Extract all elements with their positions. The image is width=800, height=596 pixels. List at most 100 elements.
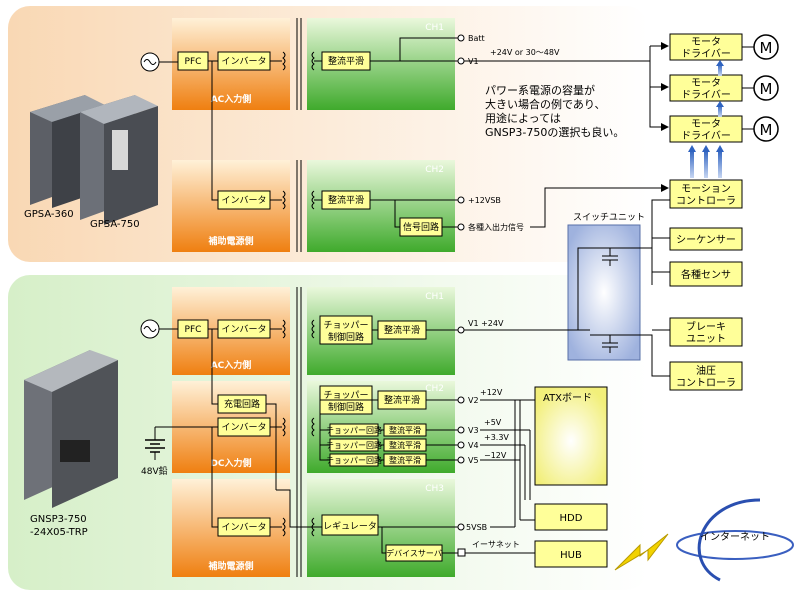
svg-text:ユニット: ユニット [686, 334, 726, 345]
gpsa-750-label: GPSA-750 [90, 219, 140, 230]
svg-text:モータ: モータ [691, 36, 721, 48]
svg-text:チョッパー: チョッパー [323, 390, 368, 401]
switch-unit: スイッチユニット [567, 212, 645, 361]
svg-text:V4: V4 [468, 441, 479, 450]
svg-text:CH2: CH2 [425, 384, 444, 394]
gpsa-360-label: GPSA-360 [24, 209, 74, 220]
sequencer: シーケンサー [669, 227, 743, 251]
svg-text:インターネット: インターネット [700, 531, 770, 543]
svg-text:チョッパー: チョッパー [323, 320, 368, 331]
svg-text:ドライバー: ドライバー [681, 48, 731, 60]
note-line-1: パワー系電源の容量が [485, 83, 595, 97]
svg-text:スイッチユニット: スイッチユニット [573, 212, 645, 223]
note-line-2: 大きい場合の例であり、 [485, 97, 605, 111]
svg-text:ブレーキ: ブレーキ [686, 320, 726, 333]
lightning-icon [614, 533, 669, 571]
gnsp-label-2: -24X05-TRP [30, 527, 88, 538]
svg-text:+5V: +5V [484, 418, 502, 427]
note-line-4: GNSP3-750の選択も良い。 [485, 125, 624, 139]
inverter-block-ac: インバータ [221, 56, 266, 67]
svg-text:制御回路: 制御回路 [328, 401, 364, 413]
v1-label-bottom: V1 +24V [468, 319, 504, 328]
svg-text:5VSB: 5VSB [466, 523, 487, 532]
svg-text:V2: V2 [468, 396, 479, 405]
ch1-label: CH1 [425, 23, 444, 33]
hdd: HDD [534, 503, 608, 531]
svg-text:CH3: CH3 [425, 484, 444, 494]
svg-text:コントローラ: コントローラ [676, 195, 736, 207]
svg-text:チョッパー回路: チョッパー回路 [326, 425, 382, 435]
gpsa-750-photo [80, 95, 158, 225]
svg-text:M: M [760, 39, 773, 57]
svg-text:HDD: HDD [560, 513, 583, 524]
motion-controller: モーション コントローラ [669, 179, 743, 209]
svg-text:+12V: +12V [480, 388, 503, 397]
internet-icon: インターネット [676, 498, 794, 582]
svg-text:V5: V5 [468, 456, 479, 465]
motor-icon-3: M [742, 116, 779, 142]
svg-text:イーサネット: イーサネット [472, 540, 520, 549]
svg-text:インバータ: インバータ [221, 522, 266, 533]
svg-text:シーケンサー: シーケンサー [676, 234, 736, 246]
motor-driver-3: モータ ドライバー [669, 115, 743, 143]
svg-text:インバータ: インバータ [221, 422, 266, 433]
gnsp-photo [24, 350, 118, 508]
svg-text:油圧: 油圧 [696, 364, 716, 377]
top-panel [8, 6, 648, 262]
svg-text:ドライバー: ドライバー [681, 130, 731, 142]
svg-text:モータ: モータ [691, 118, 721, 130]
sensors: 各種センサ [669, 261, 743, 287]
svg-text:コントローラ: コントローラ [676, 377, 736, 389]
atx-board: ATXボード [534, 386, 608, 486]
svg-text:CH1: CH1 [425, 292, 444, 302]
svg-text:補助電源側: 補助電源側 [207, 560, 253, 572]
svg-text:−12V: −12V [484, 451, 507, 460]
svg-text:ATXボード: ATXボード [543, 392, 592, 404]
svg-text:チョッパー回路: チョッパー回路 [326, 440, 382, 450]
svg-text:整流平滑: 整流平滑 [384, 394, 420, 406]
svg-text:チョッパー回路: チョッパー回路 [326, 455, 382, 465]
svg-text:PFC: PFC [185, 325, 202, 335]
svg-text:モーション: モーション [681, 184, 731, 195]
svg-text:デバイスサーバ: デバイスサーバ [386, 548, 442, 558]
svg-text:M: M [760, 121, 773, 139]
motor-driver-2: モータ ドライバー [669, 74, 743, 102]
ch2-label: CH2 [425, 165, 444, 175]
motor-icon-2: M [742, 75, 779, 101]
svg-text:レギュレータ: レギュレータ [323, 521, 377, 532]
battery-icon [145, 427, 165, 460]
svg-text:整流平滑: 整流平滑 [384, 324, 420, 336]
io-signal-label: 各種入出力信号 [468, 222, 524, 232]
rectifier-block-ch2: 整流平滑 [328, 194, 364, 206]
svg-text:各種センサ: 各種センサ [681, 268, 731, 281]
hub: HUB [534, 540, 608, 568]
vsb-label-top: +12VSB [468, 196, 501, 205]
svg-text:M: M [760, 80, 773, 98]
aux-power-label: 補助電源側 [207, 235, 253, 247]
svg-text:DC入力側: DC入力側 [210, 457, 251, 469]
pfc-block: PFC [185, 57, 202, 67]
svg-text:インバータ: インバータ [221, 324, 266, 335]
ac-input-label: AC入力側 [211, 93, 252, 105]
svg-text:整流平滑: 整流平滑 [389, 455, 421, 465]
svg-text:ドライバー: ドライバー [681, 89, 731, 101]
battery-label: 48V鉛 [141, 465, 168, 477]
svg-text:モータ: モータ [691, 77, 721, 89]
inverter-block-aux: インバータ [221, 195, 266, 206]
svg-text:制御回路: 制御回路 [328, 331, 364, 343]
batt-label: Batt [468, 34, 485, 43]
motor-icon-1: M [742, 34, 779, 60]
svg-text:AC入力側: AC入力側 [211, 359, 252, 371]
svg-text:V3: V3 [468, 426, 479, 435]
hydraulic-controller: 油圧 コントローラ [669, 361, 743, 391]
rectifier-block-ch1: 整流平滑 [328, 55, 364, 67]
svg-text:整流平滑: 整流平滑 [389, 425, 421, 435]
control-signal-arrows [688, 60, 724, 178]
v1-voltage-top: +24V or 30～48V [490, 48, 560, 57]
gnsp-label-1: GNSP3-750 [30, 514, 87, 525]
svg-text:充電回路: 充電回路 [224, 398, 260, 410]
svg-text:整流平滑: 整流平滑 [389, 440, 421, 450]
brake-unit: ブレーキ ユニット [669, 317, 743, 347]
note-line-3: 用途によっては [485, 111, 561, 125]
